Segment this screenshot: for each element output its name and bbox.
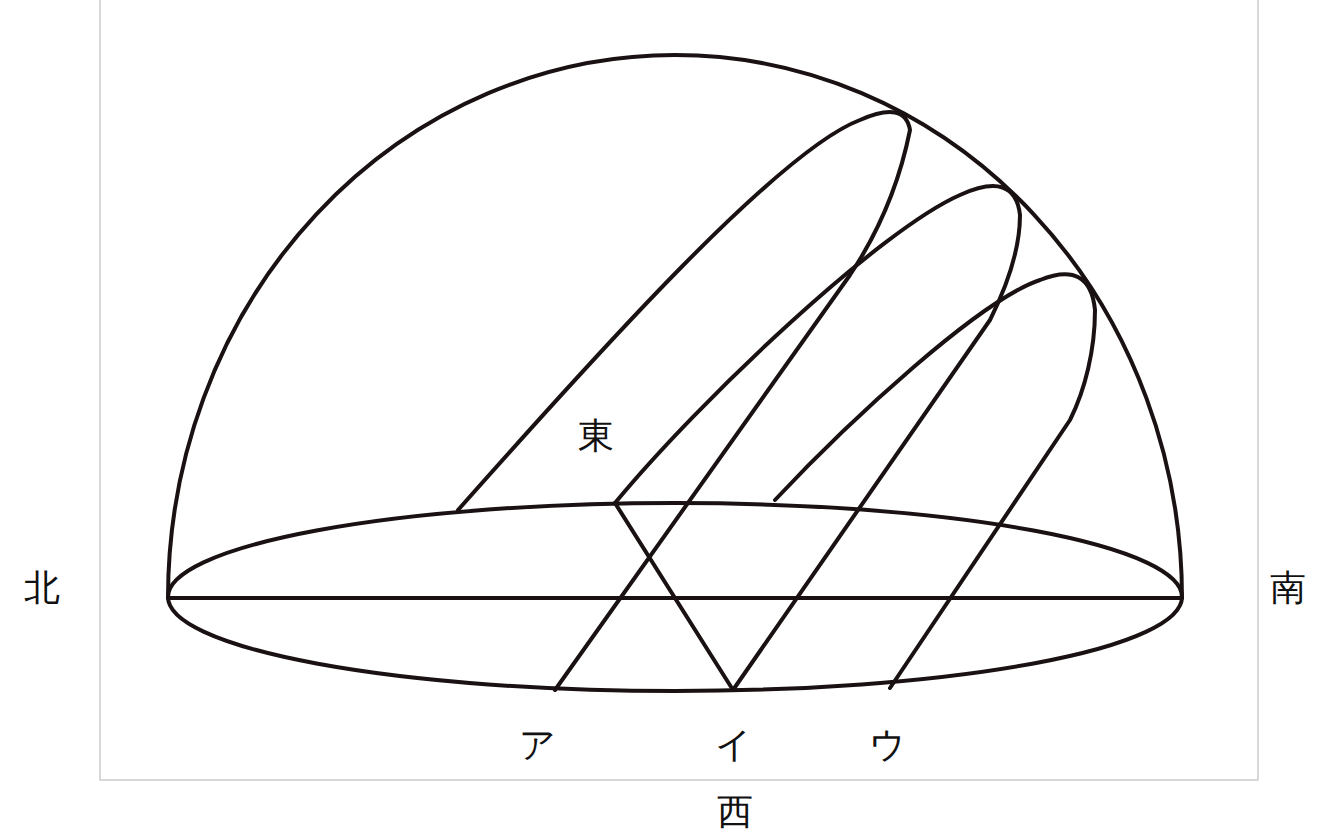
sun-path [775, 274, 1095, 688]
direction-label: 北 [24, 570, 60, 606]
sky-dome [168, 55, 1182, 598]
path-label: イ [715, 727, 752, 763]
direction-label: 西 [717, 794, 753, 830]
direction-label: 南 [1270, 570, 1306, 606]
path-label: ウ [869, 727, 906, 763]
sun-path [458, 112, 910, 690]
horizon-plane [168, 503, 1182, 691]
east-west-line [615, 503, 733, 690]
direction-label: 東 [578, 418, 614, 454]
frame [100, 0, 1258, 780]
path-label: ア [519, 727, 556, 763]
sun-path [615, 186, 1020, 690]
